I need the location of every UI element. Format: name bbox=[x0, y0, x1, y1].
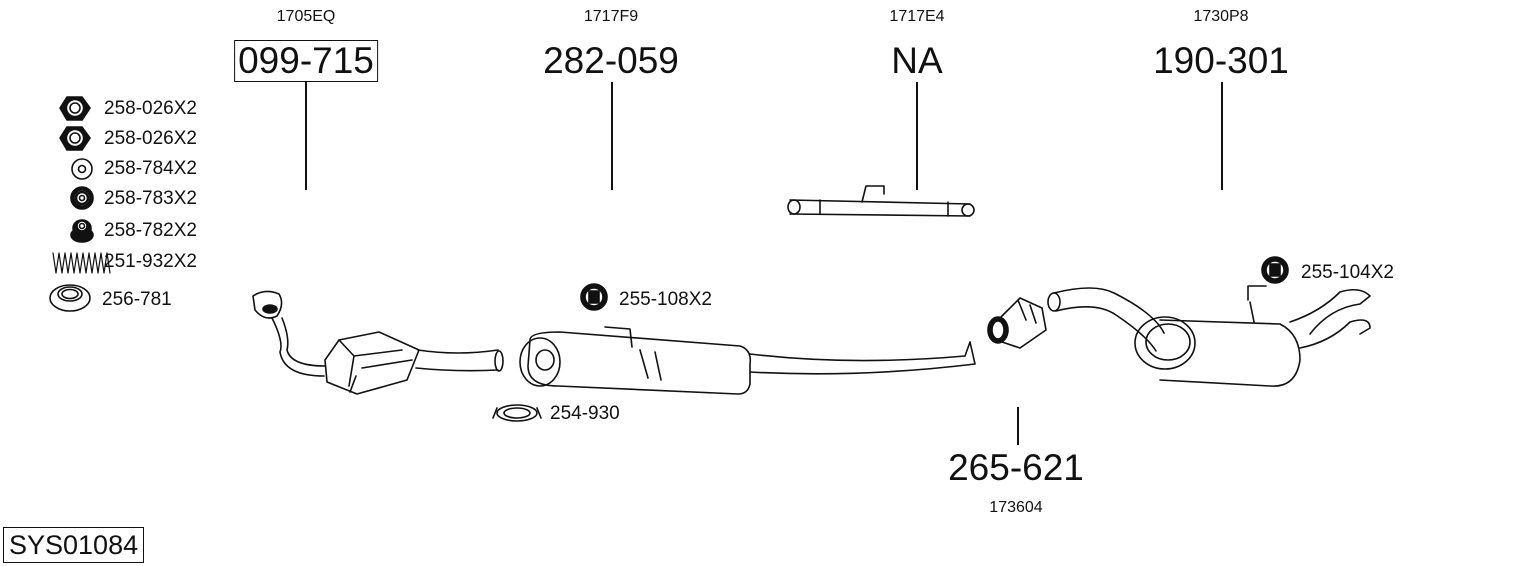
clamp-icon bbox=[492, 404, 542, 422]
leader-line bbox=[611, 82, 613, 190]
part-code-5: 173604 bbox=[989, 499, 1043, 516]
leader-line bbox=[1017, 407, 1019, 445]
accessory-label: 256-781 bbox=[102, 289, 172, 310]
connector-part bbox=[987, 297, 1047, 349]
gasket-ring-icon bbox=[49, 284, 91, 312]
part-ref-2[interactable]: 282-059 bbox=[543, 40, 679, 81]
bush-icon bbox=[70, 219, 94, 243]
rubber-mount-icon bbox=[580, 283, 608, 311]
accessory-label: 258-782X2 bbox=[104, 220, 197, 241]
catalytic-converter-part bbox=[252, 290, 504, 395]
part-ref-1[interactable]: 099-715 bbox=[234, 40, 378, 82]
fitting-label: 255-104X2 bbox=[1301, 262, 1394, 283]
part-code-3: 1717E4 bbox=[889, 8, 945, 25]
leader-line bbox=[305, 82, 307, 190]
centre-silencer-part bbox=[519, 326, 976, 395]
part-ref-5[interactable]: 265-621 bbox=[948, 447, 1084, 488]
system-id: SYS01084 bbox=[3, 527, 145, 563]
part-ref-4[interactable]: 190-301 bbox=[1153, 40, 1289, 81]
hex-nut-icon bbox=[59, 96, 91, 121]
part-code-1: 1705EQ bbox=[276, 8, 336, 25]
leader-line bbox=[1221, 82, 1223, 190]
accessory-label: 258-026X2 bbox=[104, 98, 197, 119]
part-code-4: 1730P8 bbox=[1193, 8, 1249, 25]
accessory-label: 258-784X2 bbox=[104, 158, 197, 179]
rear-silencer-part bbox=[1047, 285, 1371, 387]
hex-nut-icon bbox=[59, 126, 91, 151]
intermediate-pipe-part bbox=[787, 185, 975, 217]
fitting-label: 255-108X2 bbox=[619, 289, 712, 310]
accessory-label: 258-026X2 bbox=[104, 128, 197, 149]
spring-icon bbox=[52, 252, 111, 274]
accessory-label: 258-783X2 bbox=[104, 188, 197, 209]
part-ref-3[interactable]: NA bbox=[891, 40, 943, 81]
double-washer-icon bbox=[70, 186, 94, 210]
rubber-mount-icon bbox=[1261, 256, 1289, 284]
leader-line bbox=[916, 82, 918, 190]
part-code-2: 1717F9 bbox=[583, 8, 639, 25]
accessory-label: 251-932X2 bbox=[104, 251, 197, 272]
washer-icon bbox=[71, 158, 93, 180]
fitting-label: 254-930 bbox=[550, 403, 620, 424]
